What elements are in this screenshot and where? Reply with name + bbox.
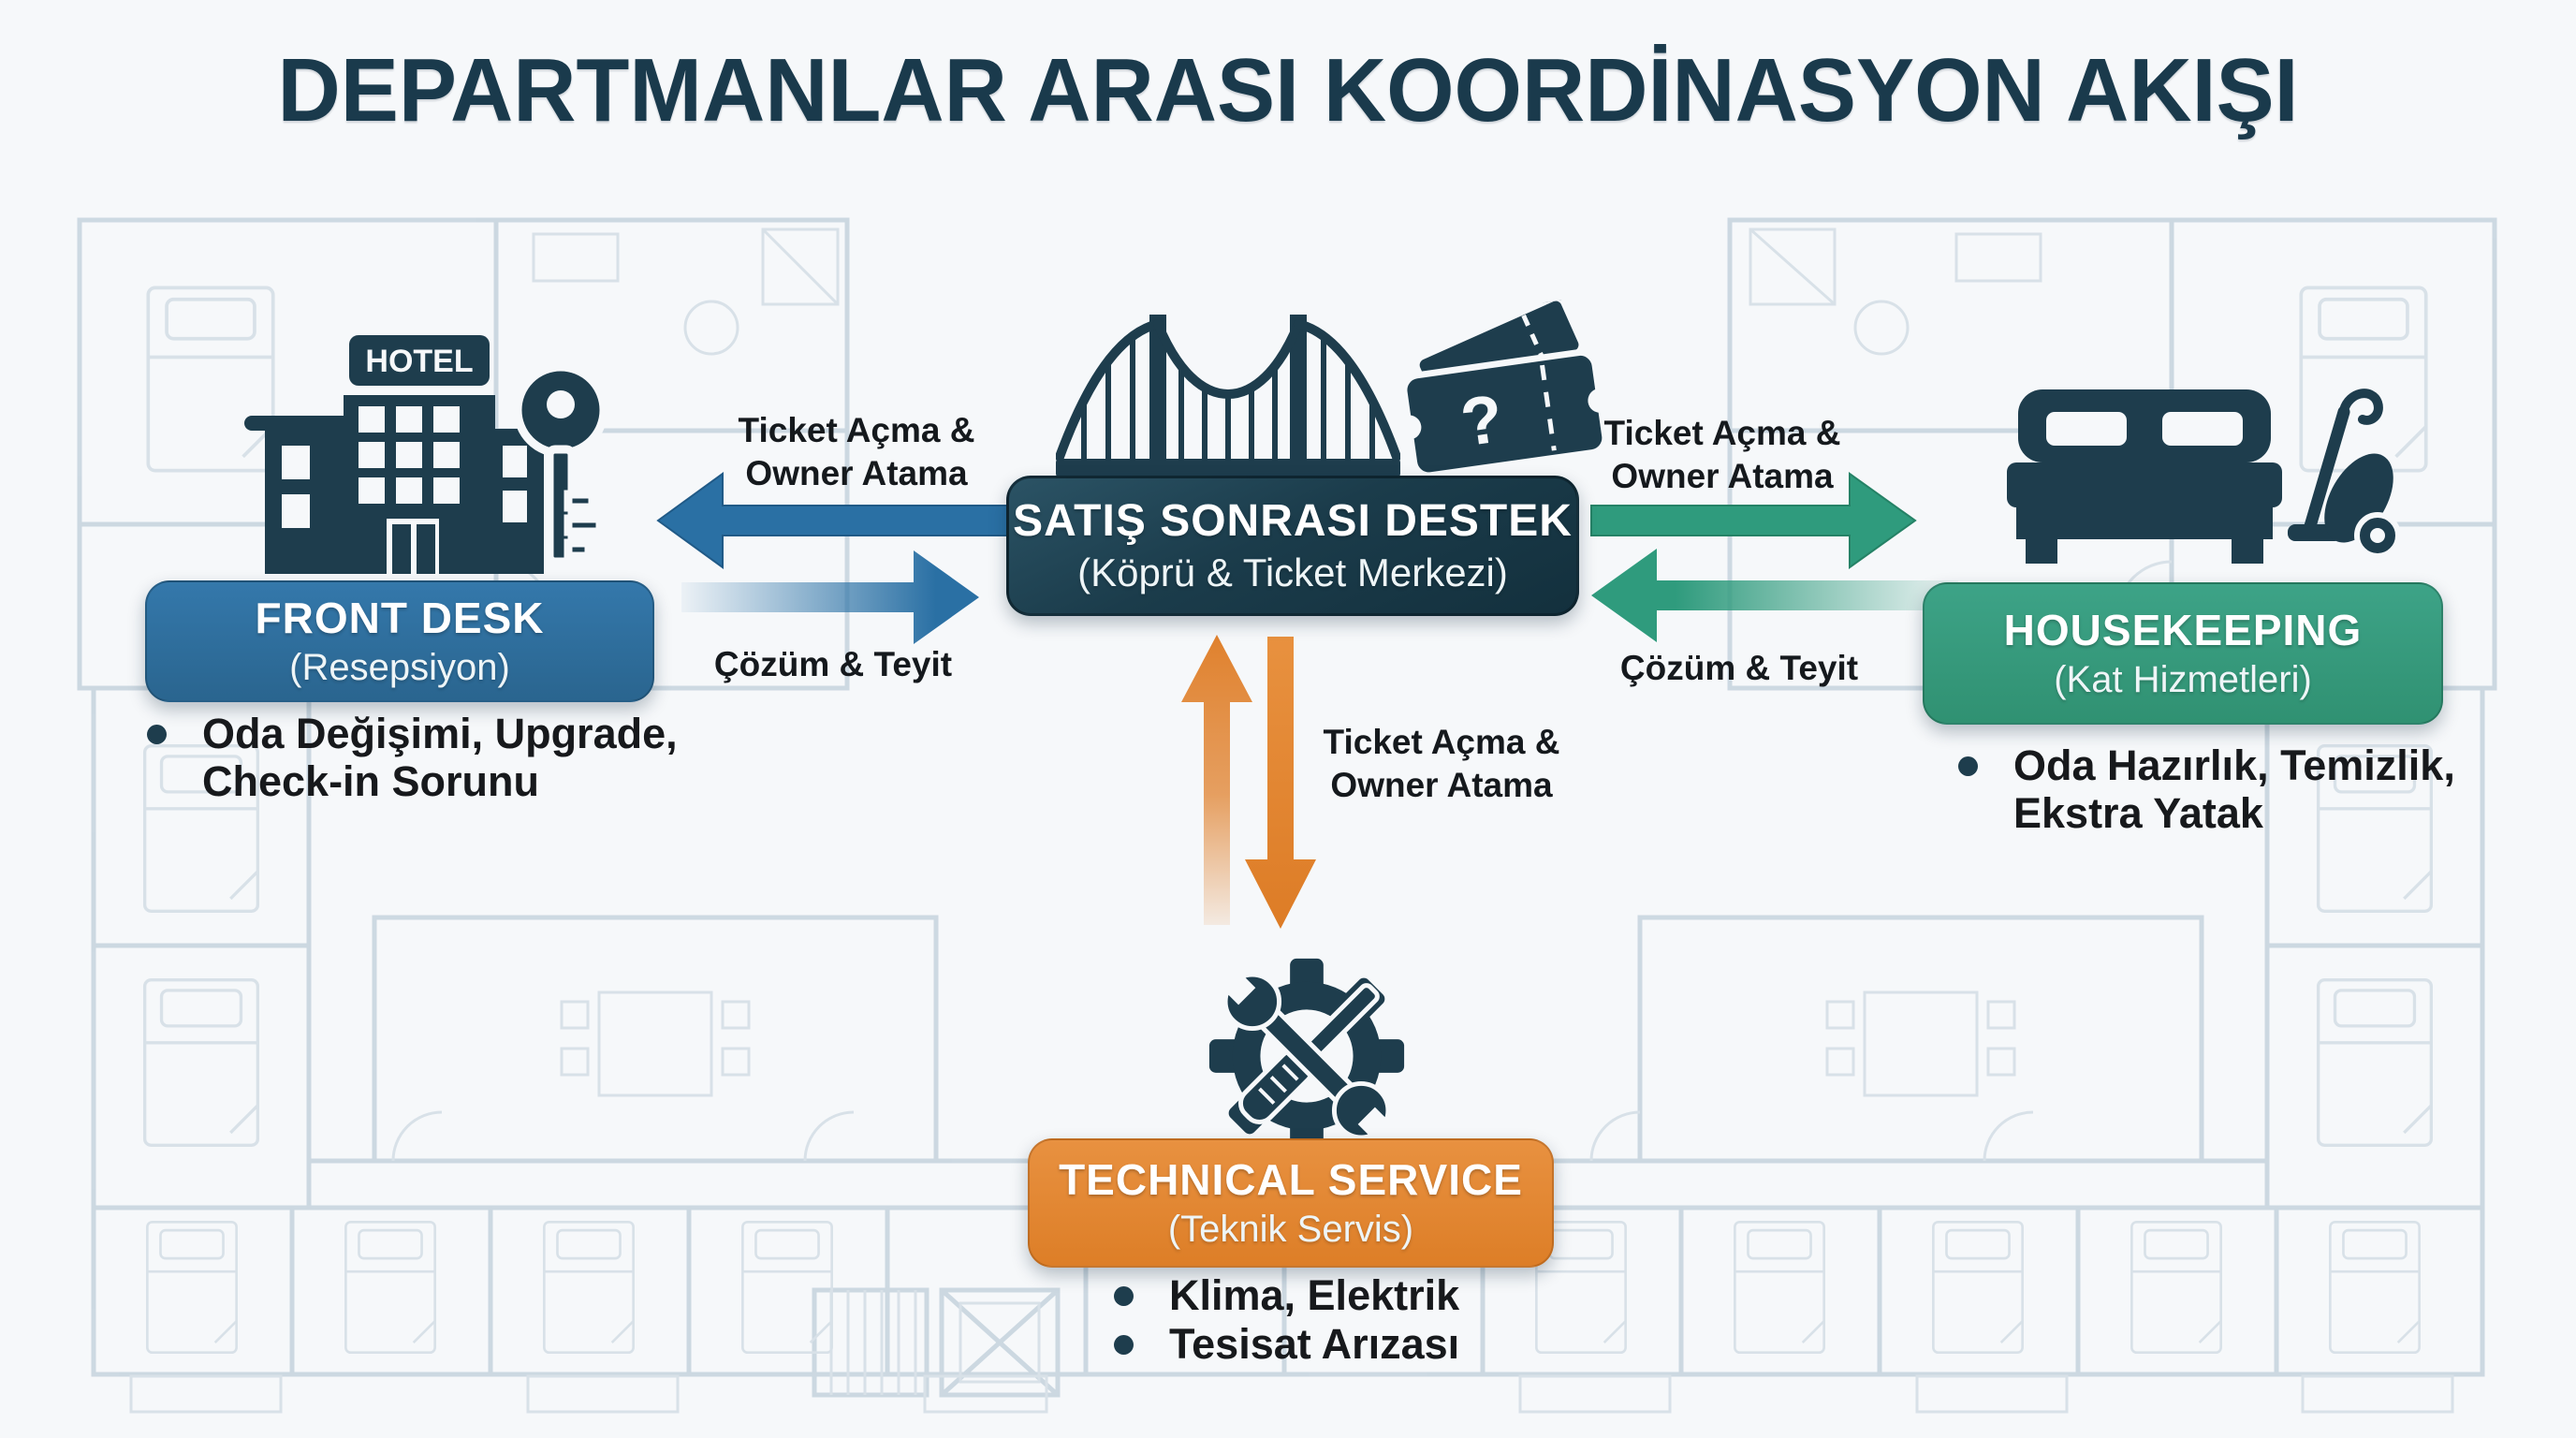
technical-bullet-1: Klima, Elektrik [1114, 1271, 1459, 1319]
node-subtitle: (Resepsiyon) [289, 647, 510, 689]
node-title: FRONT DESK [255, 593, 545, 642]
wrench-icon [1220, 969, 1394, 1143]
node-subtitle: (Köprü & Ticket Merkezi) [1077, 550, 1508, 595]
node-title: HOUSEKEEPING [2003, 605, 2363, 654]
key-icon [513, 362, 608, 566]
screwdriver-icon [1237, 983, 1380, 1125]
arrow-technical-to-center [1181, 635, 1252, 925]
arrow-frontdesk-to-center [681, 550, 979, 644]
technical-bullet-2: Tesisat Arızası [1114, 1320, 1459, 1368]
label-right-ticket-owner: Ticket Açma & Owner Atama [1603, 414, 1841, 495]
label-center-ticket-owner: Ticket Açma & Owner Atama [1323, 723, 1560, 804]
bullet-dot [1114, 1286, 1134, 1306]
front-desk-bullet: Oda Değişimi, Upgrade, Check-in Sorunu [147, 710, 678, 805]
bullet-dot [1958, 756, 1978, 776]
label-right-cozum-teyit: Çözüm & Teyit [1619, 649, 1859, 687]
node-subtitle: (Kat Hizmetleri) [2054, 659, 2312, 701]
node-subtitle: (Teknik Servis) [1167, 1209, 1414, 1251]
gear-wrench-icon [1200, 949, 1413, 1163]
node-after-sales-support: SATIŞ SONRASI DESTEK (Köprü & Ticket Mer… [1006, 476, 1579, 616]
housekeeping-bullet: Oda Hazırlık, Temizlik, Ekstra Yatak [1958, 741, 2455, 837]
page-title: DEPARTMANLAR ARASI KOORDİNASYON AKIŞI [277, 40, 2299, 140]
arrow-housekeeping-to-center [1591, 549, 1958, 642]
label-left-ticket-owner: Ticket Açma & Owner Atama [738, 411, 975, 492]
bullet-dot [1114, 1335, 1134, 1355]
hotel-building-key-icon: HOTEL [239, 335, 613, 574]
node-title: SATIŞ SONRASI DESTEK [1013, 495, 1573, 546]
arrow-center-to-housekeeping [1590, 472, 1917, 569]
node-front-desk: FRONT DESK (Resepsiyon) [145, 580, 654, 702]
vacuum-icon [2288, 389, 2401, 559]
ticket-question-glyph: ? [1456, 381, 1508, 461]
arrow-center-to-technical [1245, 637, 1316, 929]
bed-vacuum-icon [2001, 386, 2404, 578]
node-housekeeping: HOUSEKEEPING (Kat Hizmetleri) [1923, 582, 2443, 725]
support-ticket-icon: ? [1393, 295, 1617, 500]
hotel-sign-label: HOTEL [365, 344, 473, 379]
label-left-cozum-teyit: Çözüm & Teyit [713, 645, 953, 683]
bullet-dot [147, 725, 167, 744]
node-title: TECHNICAL SERVICE [1059, 1154, 1523, 1204]
node-technical-service: TECHNICAL SERVICE (Teknik Servis) [1028, 1138, 1554, 1268]
